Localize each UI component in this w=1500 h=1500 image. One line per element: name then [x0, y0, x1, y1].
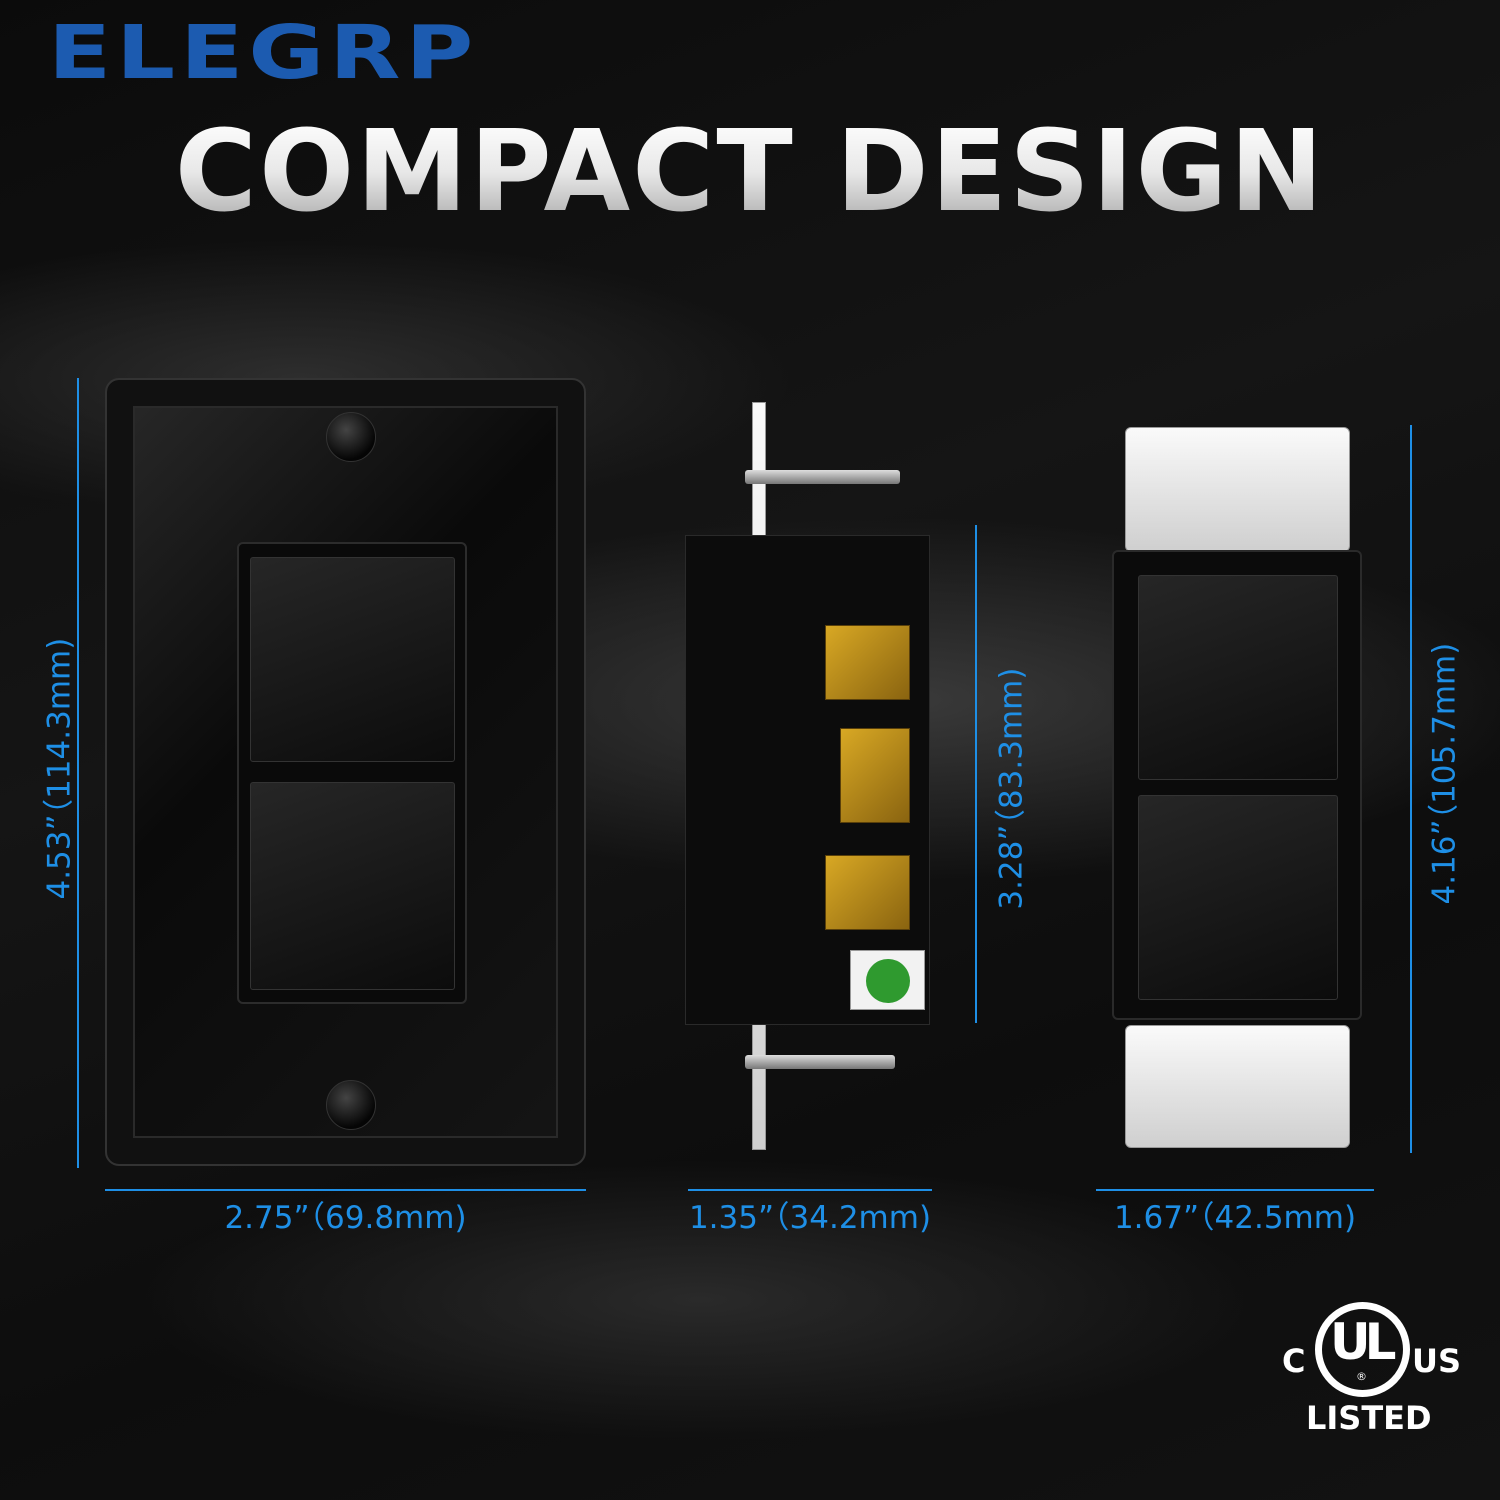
side-depth-label: 1.35”（34.2mm) [688, 1200, 932, 1236]
ul-c: C [1282, 1342, 1306, 1380]
brand-logo: ELEGRP [48, 10, 479, 96]
switch-height-label: 4.16”（105.7mm) [1426, 642, 1463, 905]
plate-width-label: 2.75”（69.8mm) [224, 1200, 467, 1236]
headline: COMPACT DESIGN [0, 116, 1500, 228]
screw-bottom-icon [326, 1080, 376, 1130]
rocker-paddle-bottom [250, 782, 455, 990]
ul-circle: UL ® [1315, 1302, 1410, 1397]
ul-listed: LISTED [1306, 1399, 1432, 1437]
switch-width-label: 1.67”（42.5mm) [1113, 1200, 1357, 1236]
terminal-plate-middle [840, 728, 910, 823]
dimension-line-switch-width [1096, 1189, 1374, 1191]
mounting-strap-top [1125, 427, 1350, 552]
dimension-line-switch-height [1410, 425, 1412, 1153]
rocker-paddle-top [250, 557, 455, 762]
mounting-screw-bottom [745, 1055, 895, 1069]
dimension-line-plate-width [105, 1189, 586, 1191]
ul-registered: ® [1356, 1370, 1367, 1383]
terminal-screw-bottom [825, 855, 910, 930]
switch-paddle-bottom [1138, 795, 1338, 1000]
mounting-strap-bottom [1125, 1025, 1350, 1148]
ul-listed-logo: C UL ® US LISTED [1280, 1300, 1461, 1440]
ul-mark: UL [1330, 1313, 1397, 1371]
dimension-line-side-height [975, 525, 977, 1023]
mounting-screw-top [745, 470, 900, 484]
ul-us: US [1412, 1342, 1462, 1380]
dimension-line-plate-height [77, 378, 79, 1168]
ground-screw-bracket [850, 950, 925, 1010]
screw-top-icon [326, 412, 376, 462]
terminal-screw-top [825, 625, 910, 700]
side-height-label: 3.28”（83.3mm) [993, 667, 1030, 910]
plate-height-label: 4.53”（114.3mm) [41, 637, 78, 900]
ground-screw-icon [865, 959, 910, 1003]
dimension-line-side-depth [688, 1189, 932, 1191]
switch-paddle-top [1138, 575, 1338, 780]
